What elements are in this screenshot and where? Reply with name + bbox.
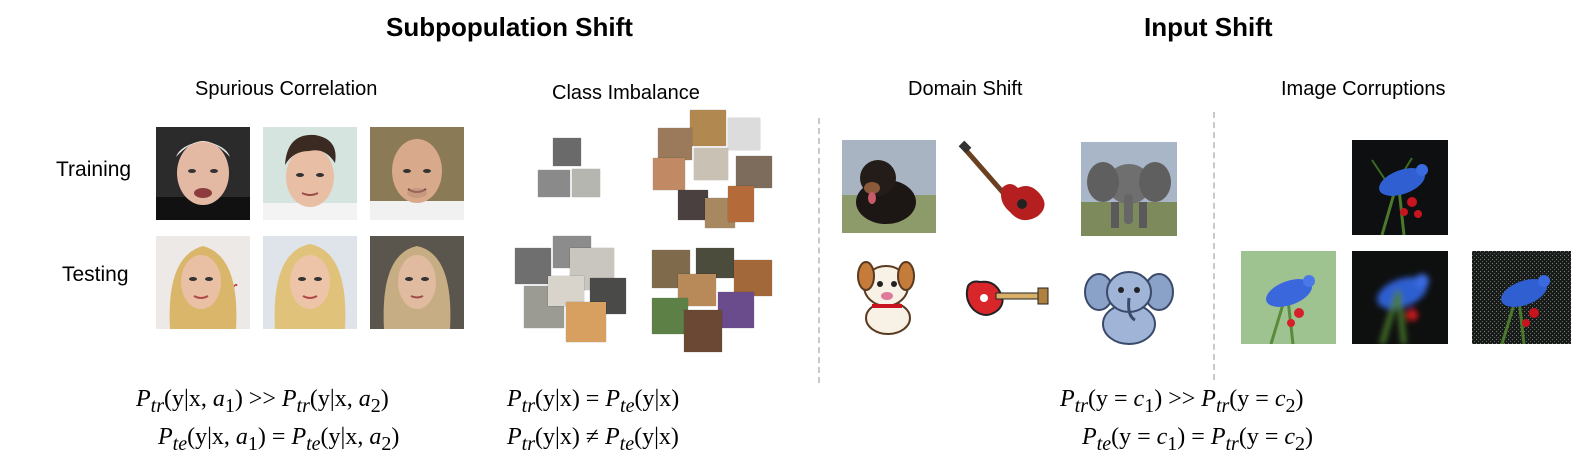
dog-thumbnail — [652, 298, 688, 334]
bird-blur-image — [1352, 251, 1448, 344]
dog-thumbnail — [684, 310, 722, 352]
imbalance-notequal-equation: Ptr(y|x) ≠ Pte(y|x) — [507, 424, 679, 455]
training-face-image — [370, 127, 464, 220]
cat-thumbnail — [566, 302, 606, 342]
dog-photo-image — [842, 140, 936, 233]
input-test-equation: Pte(y = c1) = Ptr(y = c2) — [1082, 424, 1314, 455]
imbalance-equal-equation: Ptr(y|x) = Pte(y|x) — [507, 386, 680, 417]
bird-clean-image — [1352, 140, 1448, 235]
input-shift-title: Input Shift — [1144, 12, 1273, 42]
guitar-cartoon-image — [958, 250, 1052, 338]
testing-face-image — [263, 236, 357, 329]
cat-thumbnail — [572, 169, 600, 197]
cat-thumbnail — [548, 276, 584, 306]
cat-thumbnail — [515, 248, 551, 284]
input-train-equation: Ptr(y = c1) >> Ptr(y = c2) — [1060, 386, 1304, 417]
elephant-photo-image — [1081, 142, 1177, 236]
dog-thumbnail — [728, 118, 760, 150]
class-imbalance-label: Class Imbalance — [552, 82, 700, 104]
dog-thumbnail — [690, 110, 726, 146]
bird-color-shift-image — [1241, 251, 1336, 344]
dog-thumbnail — [658, 128, 692, 160]
dog-cartoon-image — [842, 246, 936, 339]
dog-thumbnail — [728, 186, 754, 222]
testing-face-image — [370, 236, 464, 329]
guitar-photo-image — [958, 140, 1052, 233]
dog-thumbnail — [696, 248, 734, 278]
subpopulation-shift-title: Subpopulation Shift — [386, 12, 633, 42]
training-face-image — [263, 127, 357, 220]
training-face-image — [156, 127, 250, 220]
bird-noise-image — [1472, 251, 1571, 344]
dog-thumbnail — [734, 260, 772, 296]
testing-row-label: Testing — [62, 263, 129, 286]
domain-shift-label: Domain Shift — [908, 78, 1023, 100]
testing-face-image: er — [156, 236, 250, 329]
dog-thumbnail — [653, 158, 685, 190]
spurious-train-equation: Ptr(y|x, a1) >> Ptr(y|x, a2) — [136, 386, 389, 417]
domain-corruption-divider — [1213, 112, 1215, 380]
section-divider — [818, 118, 820, 383]
training-row-label: Training — [56, 158, 132, 181]
cat-thumbnail — [553, 138, 581, 166]
elephant-cartoon-image — [1081, 258, 1177, 350]
spurious-correlation-label: Spurious Correlation — [195, 78, 378, 100]
spurious-test-equation: Pte(y|x, a1) = Pte(y|x, a2) — [158, 424, 400, 455]
cat-thumbnail — [538, 170, 570, 197]
dog-thumbnail — [736, 156, 772, 188]
image-corruptions-label: Image Corruptions — [1281, 78, 1446, 100]
dog-thumbnail — [694, 148, 728, 180]
dog-thumbnail — [718, 292, 754, 328]
dog-thumbnail — [678, 190, 708, 220]
